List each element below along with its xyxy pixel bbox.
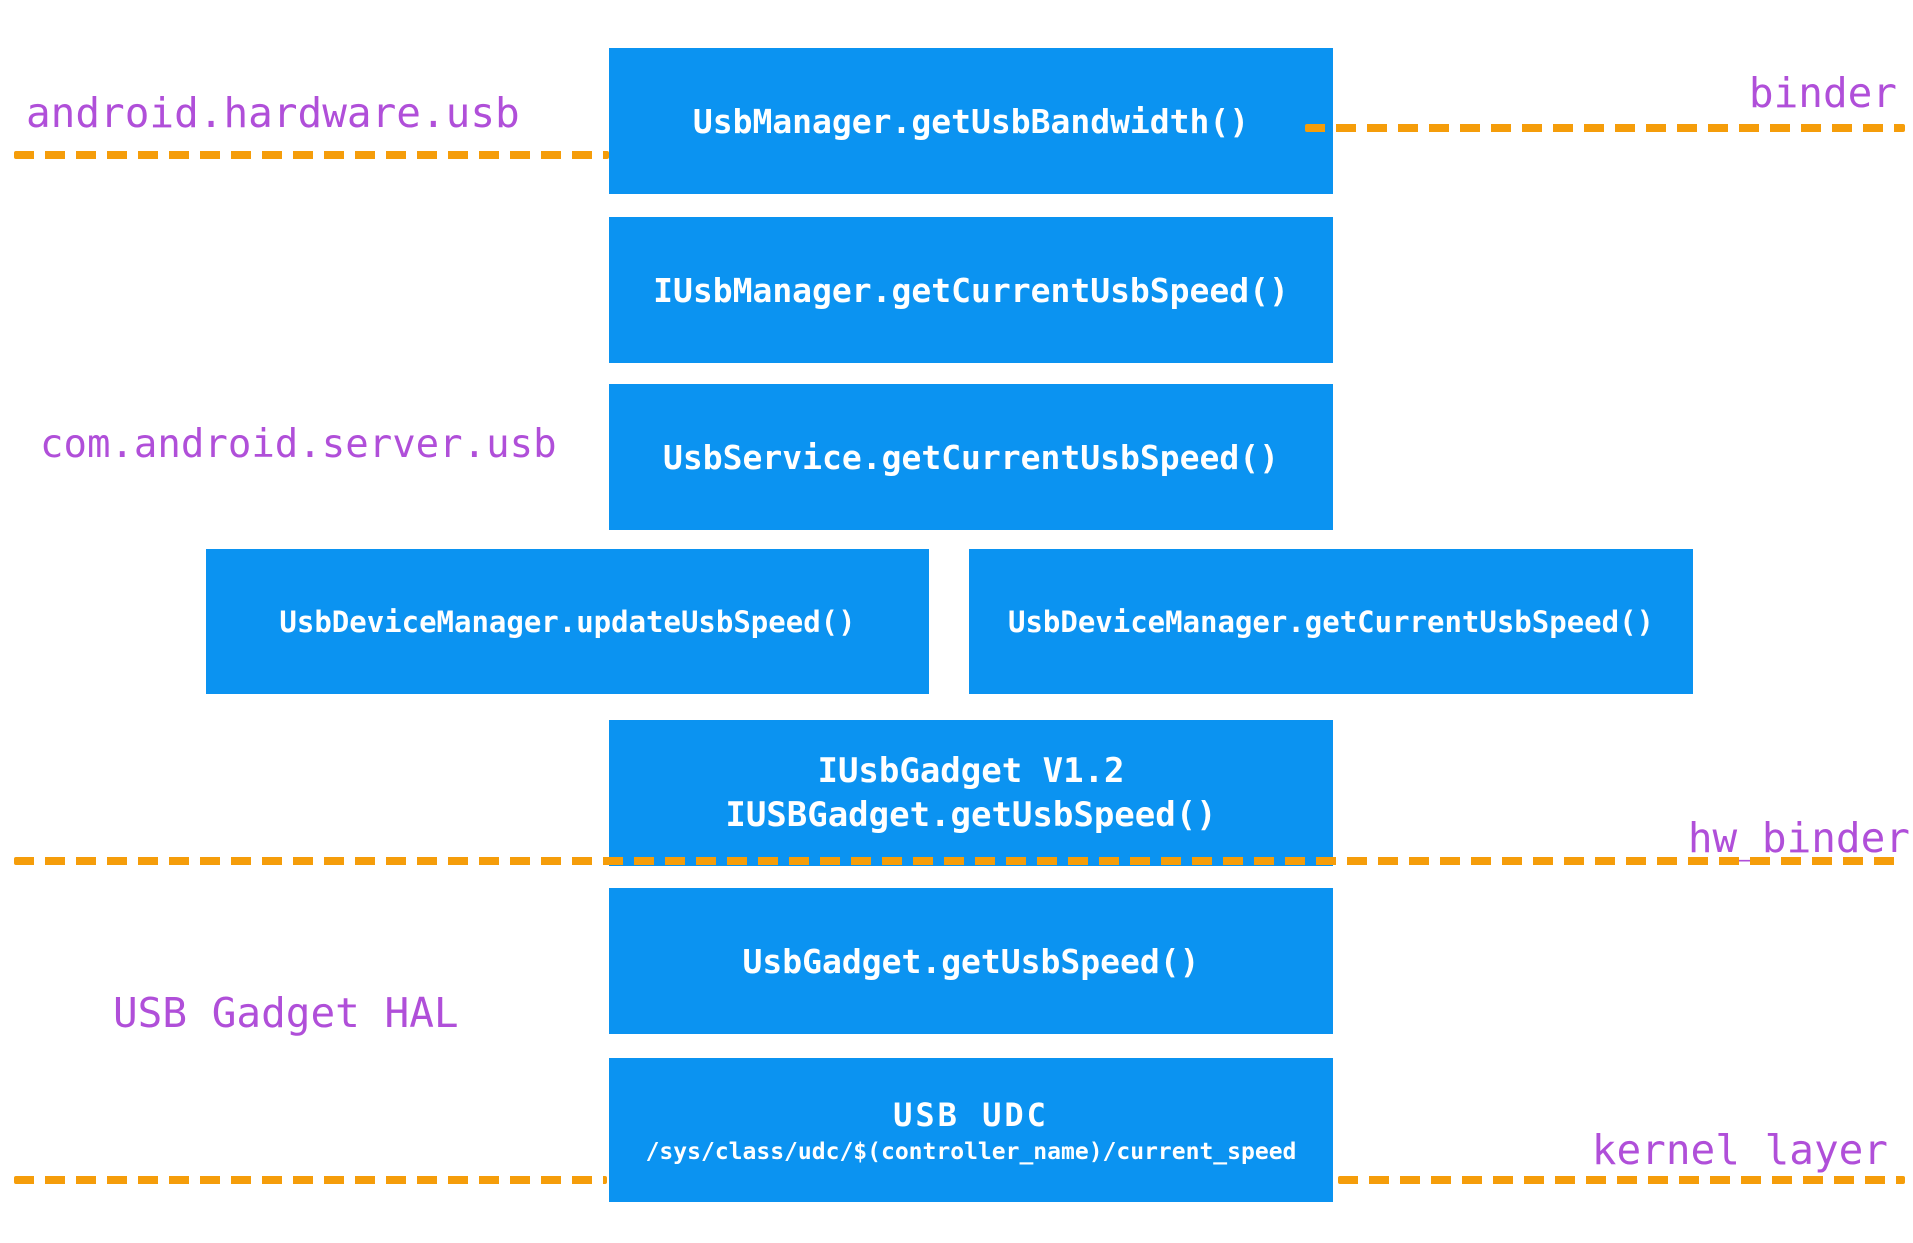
box-usb-udc: USB UDC /sys/class/udc/$(controller_name… — [609, 1058, 1333, 1202]
box-usbmanager-getusbbandwidth: UsbManager.getUsbBandwidth() — [609, 48, 1333, 194]
box-text: UsbDeviceManager.updateUsbSpeed() — [279, 604, 856, 639]
label-hw-binder: hw_binder — [1687, 814, 1910, 862]
box-iusbgadget-v12: IUsbGadget V1.2 IUSBGadget.getUsbSpeed() — [609, 720, 1333, 866]
box-usbdevicemanager-getcurrentusbspeed: UsbDeviceManager.getCurrentUsbSpeed() — [969, 549, 1693, 694]
box-usbgadget-getusbspeed: UsbGadget.getUsbSpeed() — [609, 888, 1333, 1034]
label-com-android-server-usb: com.android.server.usb — [40, 422, 557, 467]
label-kernel-layer: kernel layer — [1591, 1126, 1888, 1174]
hw-binder-boundary-line — [14, 857, 1905, 865]
box-iusbmanager-getcurrentusbspeed: IUsbManager.getCurrentUsbSpeed() — [609, 217, 1333, 363]
box-text: UsbGadget.getUsbSpeed() — [742, 941, 1200, 981]
label-android-hardware-usb: android.hardware.usb — [26, 89, 520, 137]
box-text: /sys/class/udc/$(controller_name)/curren… — [645, 1139, 1297, 1165]
box-text: UsbDeviceManager.getCurrentUsbSpeed() — [1007, 604, 1654, 639]
box-text: UsbService.getCurrentUsbSpeed() — [663, 437, 1279, 477]
kernel-boundary-line-left — [14, 1176, 607, 1184]
box-usbdevicemanager-updateusbspeed: UsbDeviceManager.updateUsbSpeed() — [206, 549, 929, 694]
box-text: IUsbManager.getCurrentUsbSpeed() — [653, 270, 1289, 310]
box-text: USB UDC — [893, 1096, 1049, 1134]
box-text: UsbManager.getUsbBandwidth() — [692, 101, 1250, 141]
kernel-boundary-line-right — [1338, 1176, 1905, 1184]
label-usb-gadget-hal: USB Gadget HAL — [113, 989, 459, 1037]
label-binder: binder — [1748, 69, 1897, 117]
box-usbservice-getcurrentusbspeed: UsbService.getCurrentUsbSpeed() — [609, 384, 1333, 530]
box-text: IUSBGadget.getUsbSpeed() — [725, 795, 1217, 835]
binder-boundary-line-right — [1305, 124, 1905, 132]
binder-boundary-line-left — [14, 151, 609, 159]
box-text: IUsbGadget V1.2 — [817, 751, 1125, 791]
